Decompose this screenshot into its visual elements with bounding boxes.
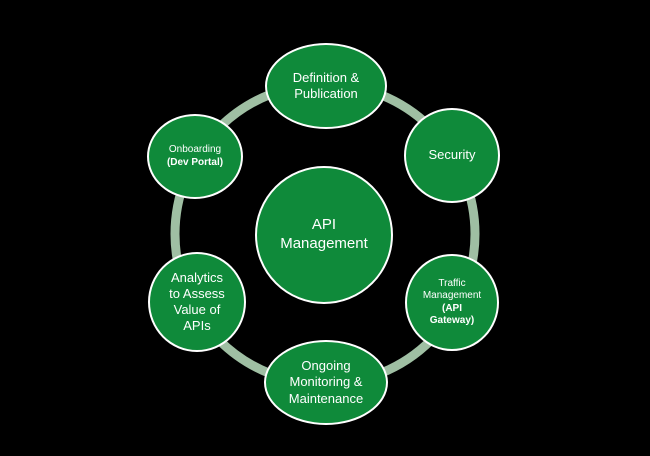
node-onboarding: Onboarding (Dev Portal) [147,114,243,199]
node-ongoing-monitoring: Ongoing Monitoring & Maintenance [264,340,388,425]
node-bottom-line2: Monitoring & [289,374,363,390]
node-left-bottom-line1: Analytics [170,269,223,285]
center-label-line2: Management [280,235,368,252]
node-left-bottom-line4: APIs [183,318,211,334]
node-definition-publication: Definition & Publication [265,43,387,129]
node-top-line1: Definition & [292,69,360,85]
node-right-bottom-bold2: Gateway) [429,315,475,326]
node-right-bottom-line2: Management [422,290,482,301]
node-left-top-bold1: (Dev Portal) [166,156,224,168]
node-top-line2: Publication [294,86,358,101]
node-bottom-line3: Maintenance [288,390,364,406]
node-right-bottom-line1: Traffic [438,277,466,289]
node-left-top-line1: Onboarding [168,144,222,155]
node-left-bottom-line2: to Assess [169,285,225,301]
center-node-api-management: API Management [255,166,393,304]
node-traffic-management: Traffic Management (API Gateway) [405,254,499,351]
node-analytics: Analytics to Assess Value of APIs [148,252,246,352]
center-label-line1: API [311,216,337,234]
node-right-bottom-bold1: (API [442,302,462,314]
node-security: Security [404,108,500,203]
node-right-top-line1: Security [428,147,476,163]
node-bottom-line1: Ongoing [301,358,351,374]
node-left-bottom-line3: Value of [173,302,221,317]
